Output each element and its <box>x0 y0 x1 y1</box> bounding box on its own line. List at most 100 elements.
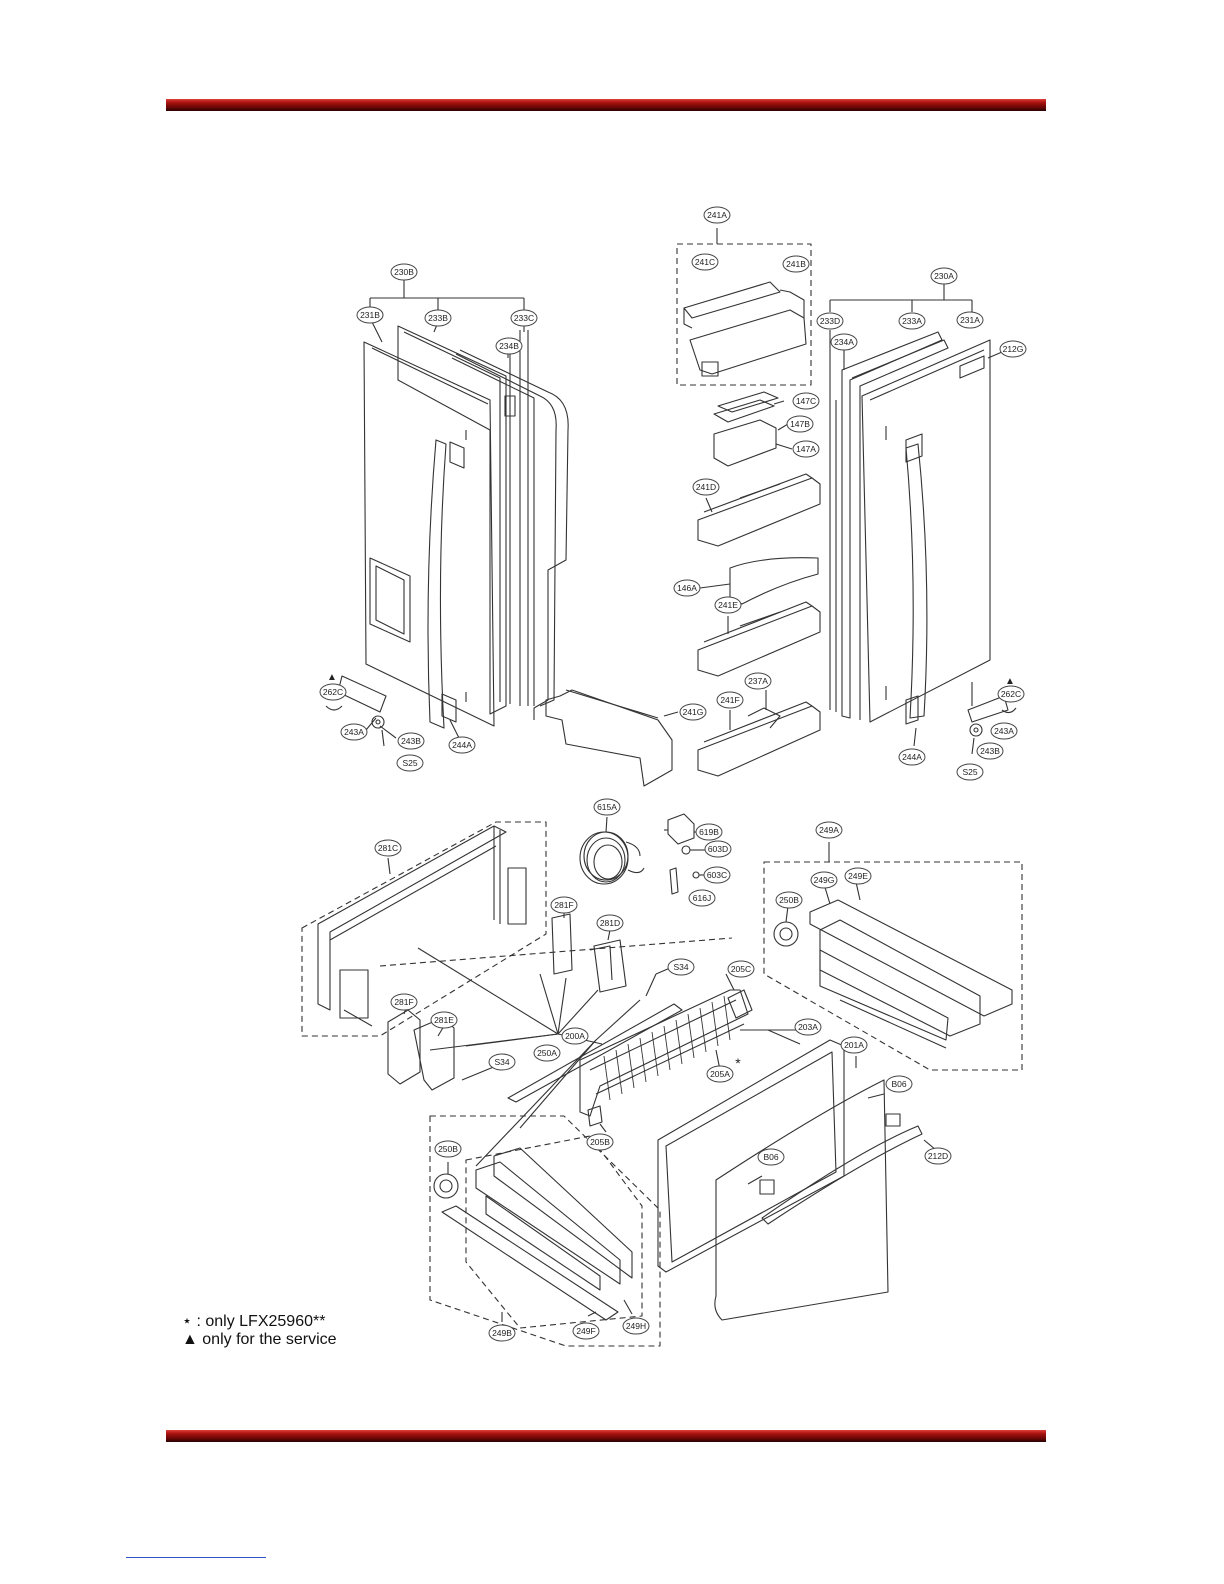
callout-bubble: 281C <box>374 839 402 857</box>
footer-link-underline <box>126 1557 266 1558</box>
callout-label: 250B <box>779 895 799 905</box>
callout-oval <box>561 1027 589 1045</box>
callout-label: 281E <box>434 1015 454 1025</box>
callout-oval <box>593 798 621 816</box>
callout-bubble: B06 <box>757 1148 785 1166</box>
callout-oval <box>622 1317 650 1335</box>
callout-bubble: 241B <box>782 255 810 273</box>
callout-bubble: 234A <box>830 333 858 351</box>
callout-bubble: 250A <box>533 1044 561 1062</box>
callout-bubble: 205B <box>586 1133 614 1151</box>
callout-bubble: 203A <box>794 1018 822 1036</box>
callout-label: 249G <box>814 875 835 885</box>
callout-label: 230A <box>934 271 954 281</box>
callout-label: 281C <box>378 843 398 853</box>
callout-oval <box>572 1322 600 1340</box>
callout-oval <box>792 392 820 410</box>
callout-oval <box>424 309 452 327</box>
right-door-assembly <box>829 282 1017 755</box>
callout-bubble: 241E <box>714 596 742 614</box>
callout-bubble: 146A <box>673 579 701 597</box>
callout-bubble: 249F <box>572 1322 600 1340</box>
callout-oval <box>840 1036 868 1054</box>
callout-bubble: 243B <box>976 742 1004 760</box>
callout-label: 249H <box>626 1321 646 1331</box>
callout-oval <box>714 596 742 614</box>
callout-oval <box>673 579 701 597</box>
callout-bubble: S34 <box>667 958 695 976</box>
callout-bubble: 241F <box>716 691 744 709</box>
callout-label: 147C <box>796 396 816 406</box>
callout-bubble: 205A <box>706 1065 734 1083</box>
callout-label: 146A <box>677 583 697 593</box>
callout-oval <box>356 306 384 324</box>
callout-label: 616J <box>693 893 711 903</box>
callout-label: 619B <box>699 827 719 837</box>
callout-label: 249A <box>819 825 839 835</box>
callout-bubble: 616J <box>688 889 716 907</box>
callout-label: 603C <box>707 870 727 880</box>
legend-star-note: ⋆ : only LFX25960** <box>182 1313 326 1330</box>
freezer-drawer-assembly <box>301 821 804 1167</box>
callout-label: 233B <box>428 313 448 323</box>
callout-bubble: 262C <box>997 685 1025 703</box>
callout-label: 250B <box>438 1144 458 1154</box>
door-bins <box>545 228 821 787</box>
callout-oval <box>596 914 624 932</box>
callout-bubble: 241C <box>691 253 719 271</box>
callout-oval <box>390 263 418 281</box>
callout-bubble: 603C <box>703 866 731 884</box>
callout-label: 603D <box>708 844 728 854</box>
callout-bubble: 241G <box>679 703 707 721</box>
callout-label: 615A <box>597 802 617 812</box>
callout-bubble: S25 <box>396 754 424 772</box>
callout-label: 147B <box>790 419 810 429</box>
callout-bubble: 230B <box>390 263 418 281</box>
callout-label: 147A <box>796 444 816 454</box>
left-door-assembly <box>325 280 569 747</box>
callout-label: 237A <box>748 676 768 686</box>
callout-label: S34 <box>494 1057 509 1067</box>
callout-label: 241G <box>683 707 704 717</box>
callout-label: 262C <box>1001 689 1021 699</box>
callout-bubble: 233B <box>424 309 452 327</box>
callout-bubble: 212D <box>924 1147 952 1165</box>
callout-label: 212G <box>1003 344 1024 354</box>
callout-label: 233C <box>514 313 534 323</box>
callout-bubble: 281F <box>390 993 418 1011</box>
callout-label: 241D <box>696 482 716 492</box>
callout-label: 249B <box>492 1328 512 1338</box>
callout-label: 244A <box>902 752 922 762</box>
callout-oval <box>956 763 984 781</box>
callout-oval <box>898 748 926 766</box>
callout-label: 243B <box>980 746 1000 756</box>
top-red-rule <box>166 99 1046 111</box>
callout-bubble: 234B <box>495 337 523 355</box>
callout-bubble: 241D <box>692 478 720 496</box>
callout-bubble: 205C <box>727 960 755 978</box>
callout-bubble: 619B <box>695 823 723 841</box>
callout-label: S25 <box>962 767 977 777</box>
callout-label: 231B <box>360 310 380 320</box>
callout-oval <box>667 958 695 976</box>
callout-oval <box>792 440 820 458</box>
water-tube-parts <box>579 813 708 895</box>
callout-oval <box>340 723 368 741</box>
callout-bubble: 281F <box>550 896 578 914</box>
callout-oval <box>319 683 347 701</box>
callout-oval <box>390 993 418 1011</box>
callout-bubble: 250B <box>434 1140 462 1158</box>
callout-oval <box>775 891 803 909</box>
callout-oval <box>956 311 984 329</box>
callout-oval <box>885 1075 913 1093</box>
callout-label: 205C <box>731 964 751 974</box>
callout-oval <box>782 255 810 273</box>
callout-oval <box>815 821 843 839</box>
callout-bubble: 212G <box>999 340 1027 358</box>
callout-label: B06 <box>891 1079 906 1089</box>
callout-oval <box>695 823 723 841</box>
callout-bubble: 603D <box>704 840 732 858</box>
callout-bubble: 200A <box>561 1027 589 1045</box>
